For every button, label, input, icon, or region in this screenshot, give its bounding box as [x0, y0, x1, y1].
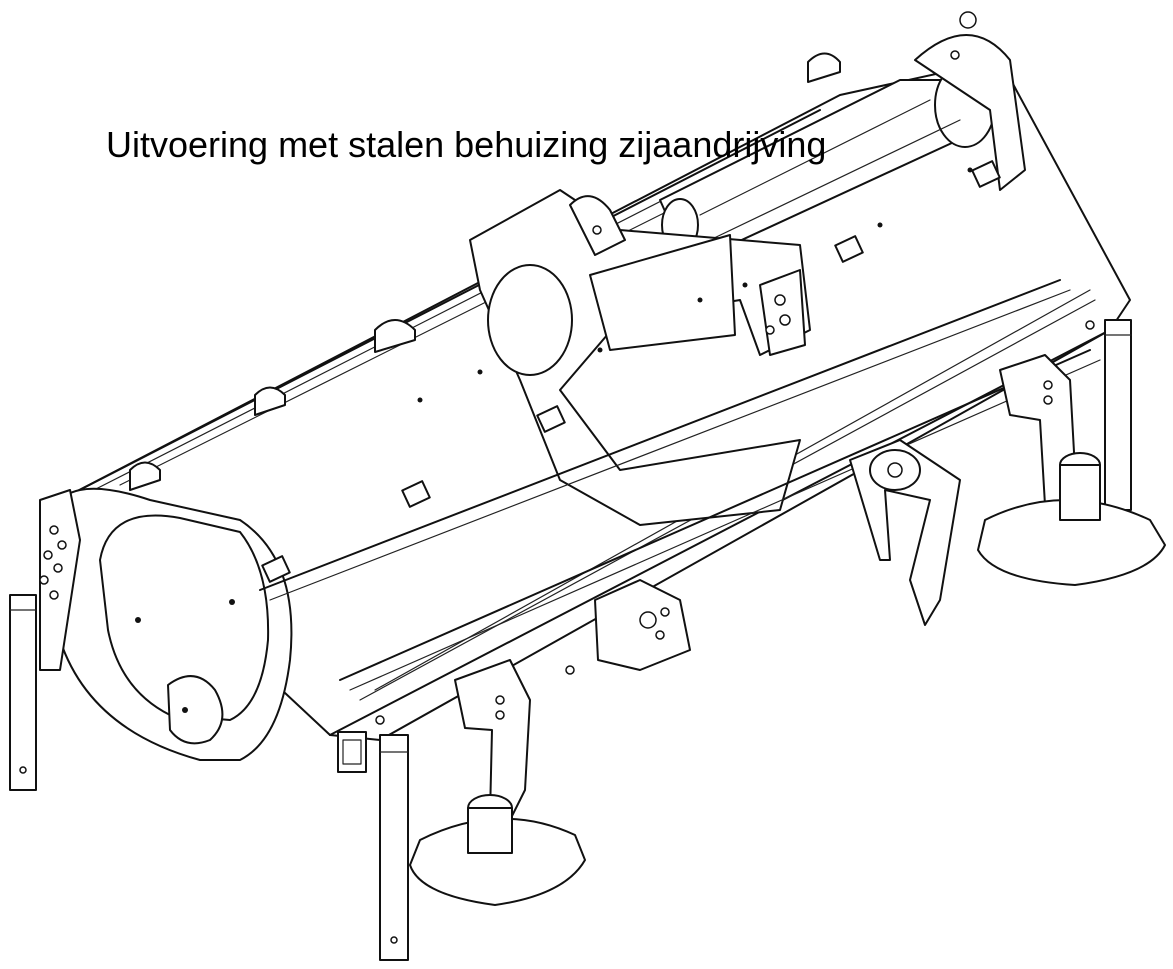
diagram-caption: Uitvoering met stalen behuizing zijaandr…: [106, 124, 827, 165]
left-rear-leg: [9, 594, 37, 791]
left-hitch-plate: [39, 489, 81, 671]
right-end-plate: [914, 11, 1026, 191]
right-leg: [1104, 319, 1132, 511]
top-rail-brackets: [129, 52, 841, 491]
left-depth-wheel: [409, 659, 586, 906]
middle-bracket: [594, 579, 691, 671]
fastener-details: [375, 167, 1095, 725]
headstock-frame: [469, 189, 811, 526]
right-depth-wheel: [977, 354, 1166, 586]
front-bar: [259, 279, 1101, 691]
cultivator-tine: [849, 439, 961, 626]
left-drum-housing: [49, 487, 293, 761]
cover-hinges: [261, 160, 1001, 583]
junction-box: [337, 731, 367, 773]
left-front-leg: [379, 734, 409, 961]
